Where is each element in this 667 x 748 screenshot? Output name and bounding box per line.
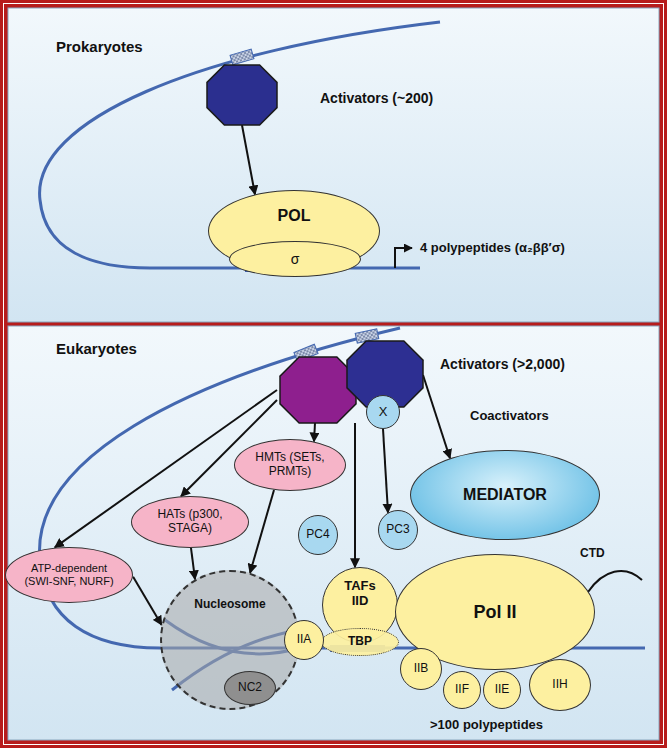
binding-site [230,49,254,65]
label-group: IIA [297,633,312,647]
activation-arrow [354,423,356,567]
mediator: MEDIATOR [410,450,600,540]
group-label: Coactivators [470,408,549,423]
label-group: NC2 [238,681,262,695]
label-group: ATP-dependent (SWI-SNF, NURF) [19,562,119,587]
activation-arrow [242,125,255,194]
label-group: IIF [455,683,469,697]
node-label: HMTs (SETs, PRMTs) [250,451,330,479]
node-label: IIA [297,633,312,647]
heading-label: Activators (>2,000) [440,356,565,372]
node-label: NC2 [238,681,262,695]
nc2-factor: NC2 [224,671,276,705]
node-label: POL [278,207,311,225]
label-group: MEDIATOR [463,486,547,504]
general-factor: IIF [443,671,481,709]
panel-ground [8,326,659,740]
activator-protein [207,65,277,125]
node-label: IIF [455,683,469,697]
node-label: TBP [348,635,372,649]
label-group: X [379,405,388,420]
sigma-factor: σ [229,241,361,277]
node-label: PC3 [386,523,409,537]
activator-shape [277,335,433,433]
label-group: PC4 [306,528,329,542]
subunit-note: 4 polypeptides (α₂ββ′σ) [420,240,565,255]
cofactor: PC4 [298,515,338,555]
activation-arrow [383,429,388,513]
hat-complex: HATs (p300, STAGA) [131,496,249,548]
node-label: HATs (p300, STAGA) [149,508,231,536]
label-group: IIH [552,678,567,692]
heading-label: Eukaryotes [56,340,137,357]
ctd-tail [588,571,642,592]
label-group: Nucleosome [194,598,265,612]
domain-label: CTD [580,546,605,560]
node-label: IIH [552,678,567,692]
node-label: σ [291,251,300,267]
label-group: HATs (p300, STAGA) [149,508,231,536]
node-label: IIB [414,662,429,676]
node-label: Pol II [473,602,516,623]
label-group: TAFs IID [339,579,381,609]
activation-arrow [250,490,274,573]
general-factor: IIE [483,671,521,709]
polymerase: POL σ [208,190,380,272]
node-label: MEDIATOR [463,486,547,504]
node-label: PC4 [306,528,329,542]
node-label: IIE [495,683,510,697]
activator: Activators (>2,000) [277,335,423,423]
activation-arrow [423,375,450,458]
label-group: PC3 [386,523,409,537]
panel: ProkaryotesActivators (~200) POL σ [8,8,659,322]
label-group: Pol II [473,602,516,623]
panel: EukaryotesActivators (>2,000)XATP-depend… [8,326,659,740]
general-factor: IIB [400,648,442,690]
general-factor: IIH [529,659,591,711]
label-group: σ [291,251,300,267]
activation-arrow [314,423,315,442]
tbp: TBP [321,628,399,656]
label-group: HMTs (SETs, PRMTs) [250,451,330,479]
node-label: ATP-dependent (SWI-SNF, NURF) [19,562,119,587]
remodeler: ATP-dependent (SWI-SNF, NURF) [5,547,133,604]
adaptor-circle: X [366,395,400,429]
activator: Activators (~200) [207,65,277,125]
subunit-note: >100 polypeptides [430,717,543,732]
label-group: POL [278,207,311,225]
label-group: IIE [495,683,510,697]
node-label: TAFs IID [339,579,381,609]
heading-label: Activators (~200) [320,90,433,106]
activator-shape [207,65,287,135]
heading-label: Prokaryotes [56,38,143,55]
activation-arrow [191,548,195,579]
cofactor: PC3 [378,510,418,550]
panel-ground [8,8,659,322]
frame-line [4,4,664,745]
node-label: Nucleosome [194,598,265,612]
node-label: X [379,405,388,420]
label-group: IIB [414,662,429,676]
activator-protein [280,357,356,423]
hmt-complex: HMTs (SETs, PRMTs) [234,439,346,491]
general-factor: IIA [284,620,324,660]
start-arrow [395,248,412,268]
label-group: TBP [348,635,372,649]
activation-arrow [133,577,162,625]
